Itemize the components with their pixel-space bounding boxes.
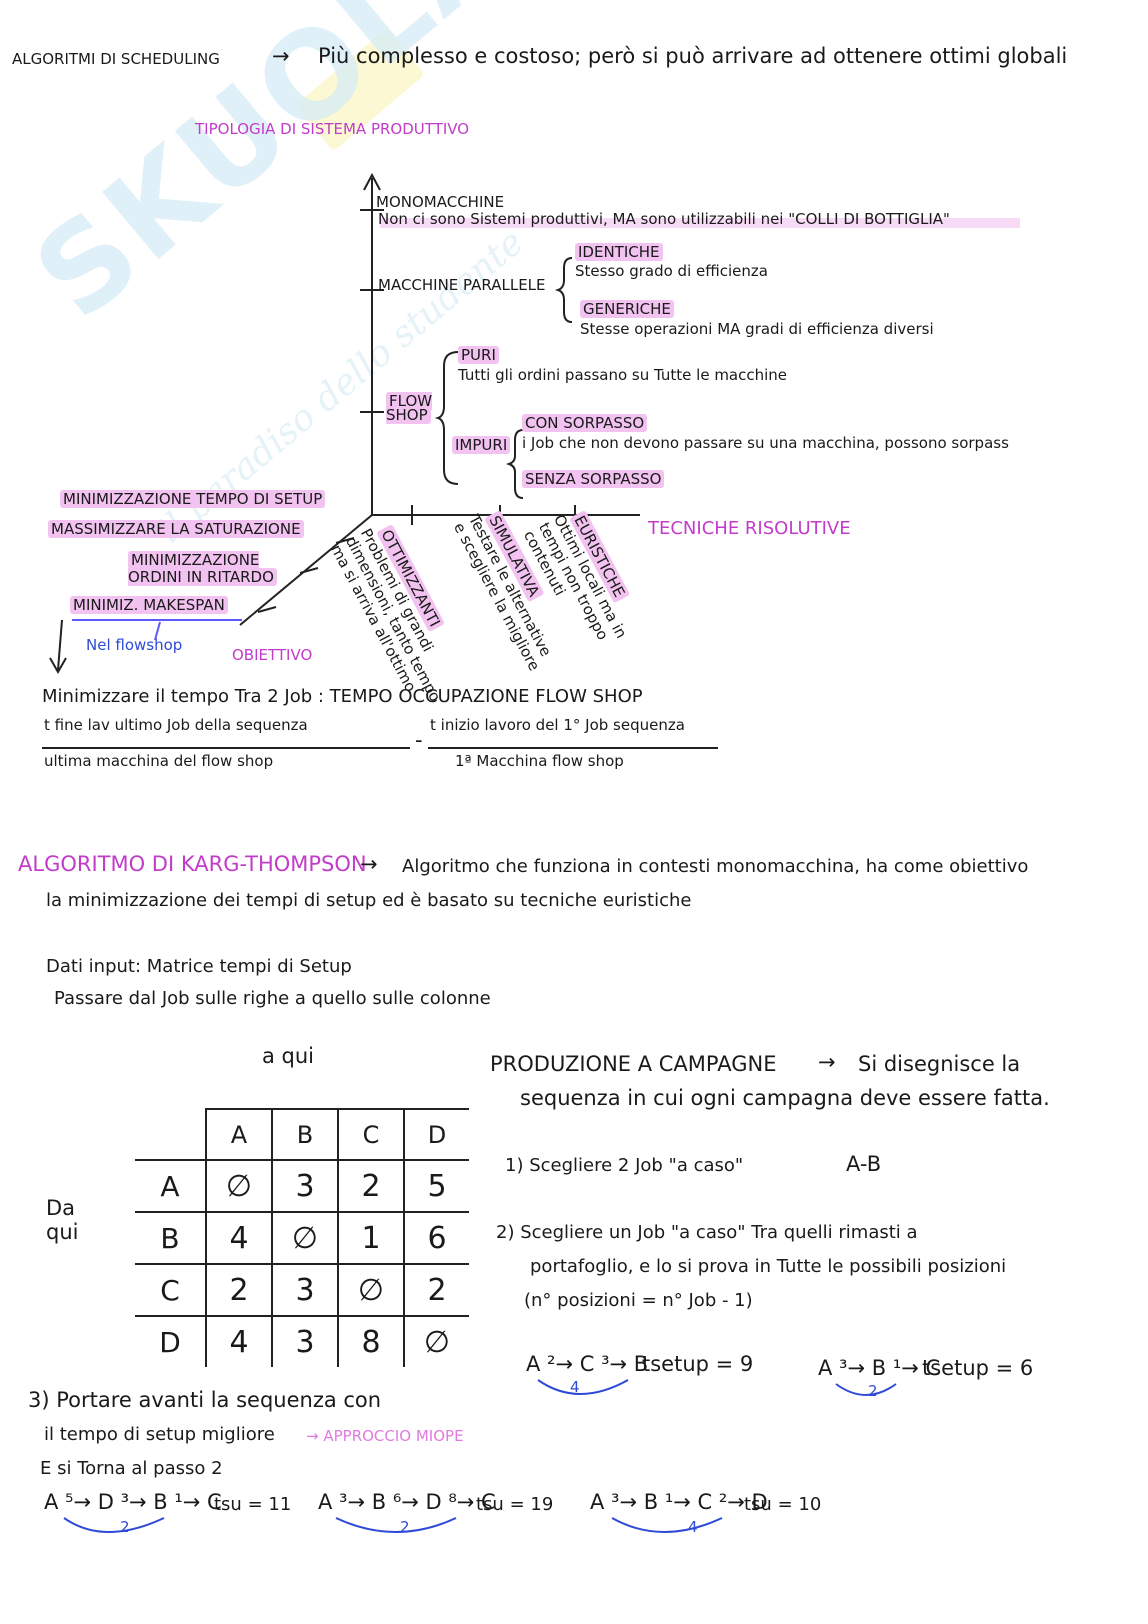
matrix-col-header: D [404, 1109, 469, 1160]
matrix-cell: 2 [404, 1264, 469, 1316]
objective-makespan: MINIMIZ. MAKESPAN [70, 596, 228, 614]
x-axis-title: TECNICHE RISOLUTIVE [648, 518, 851, 539]
senza-sorpasso-label: SENZA SORPASSO [522, 470, 664, 488]
karg-input2: Passare dal Job sulle righe a quello sul… [54, 988, 491, 1009]
karg-desc2: la minimizzazione dei tempi di setup ed … [46, 890, 692, 911]
objective-setup: MINIMIZZAZIONE TEMPO DI SETUP [60, 490, 325, 508]
macchine-parallele-label: MACCHINE PARALLELE [378, 276, 546, 294]
matrix-cell: 2 [206, 1264, 272, 1316]
matrix-cell: ∅ [272, 1212, 338, 1264]
campagne-step2-line2: portafoglio, e lo si prova in Tutte le p… [530, 1256, 1006, 1277]
generiche-desc: Stesse operazioni MA gradi di efficienza… [580, 320, 934, 338]
campagne-step2-line1: 2) Scegliere un Job "a caso" Tra quelli … [496, 1222, 918, 1243]
matrix-row: C 2 3 ∅ 2 [135, 1264, 469, 1316]
karg-title: ALGORITMO DI KARG-THOMPSON [18, 852, 367, 876]
identiche-label: IDENTICHE [575, 243, 663, 261]
diagram-axes [0, 0, 1148, 800]
flowshop-note: Nel flowshop [86, 636, 182, 654]
matrix-cell: ∅ [338, 1264, 404, 1316]
monomacchine-label: MONOMACCHINE [376, 193, 504, 211]
campagne-desc2: sequenza in cui ogni campagna deve esser… [520, 1086, 1050, 1110]
karg-input1: Dati input: Matrice tempi di Setup [46, 956, 352, 977]
matrix-row: A ∅ 3 2 5 [135, 1160, 469, 1212]
objective-saturazione: MASSIMIZZARE LA SATURAZIONE [48, 520, 304, 538]
matrix-row-header: C [135, 1264, 206, 1316]
sequence-arcs [0, 1360, 1148, 1560]
con-sorpasso-desc: i Job che non devono passare su una macc… [522, 434, 1009, 452]
puri-desc: Tutti gli ordini passano su Tutte le mac… [458, 366, 787, 384]
makespan-term2-top: t inizio lavoro del 1° Job sequenza [430, 716, 685, 734]
puri-label: PURI [458, 346, 499, 364]
identiche-desc: Stesso grado di efficienza [575, 262, 768, 280]
matrix-corner [135, 1109, 206, 1160]
campagne-desc1: Si disegnisce la [858, 1052, 1020, 1076]
matrix-cell: ∅ [206, 1160, 272, 1212]
campagne-arrow: → [818, 1050, 836, 1074]
karg-desc1: Algoritmo che funziona in contesti monom… [402, 856, 1028, 877]
matrix-row-caption: Da qui [46, 1196, 100, 1244]
campagne-step2-line3: (n° posizioni = n° Job - 1) [524, 1290, 753, 1311]
matrix-col-header: B [272, 1109, 338, 1160]
karg-arrow: → [360, 852, 378, 876]
makespan-minus: - [415, 728, 423, 752]
matrix-row-header: A [135, 1160, 206, 1212]
makespan-line1: Minimizzare il tempo Tra 2 Job : TEMPO O… [42, 686, 643, 707]
makespan-term1-bottom: ultima macchina del flow shop [44, 752, 273, 770]
matrix-cell: 4 [206, 1212, 272, 1264]
campagne-title: PRODUZIONE A CAMPAGNE [490, 1052, 776, 1076]
makespan-term2-bottom: 1ª Macchina flow shop [455, 752, 624, 770]
con-sorpasso-label: CON SORPASSO [522, 414, 647, 432]
matrix-col-header: A [206, 1109, 272, 1160]
flow-shop-label: FLOW SHOP [386, 392, 432, 424]
matrix-row: B 4 ∅ 1 6 [135, 1212, 469, 1264]
matrix-cell: 3 [272, 1160, 338, 1212]
setup-matrix: A B C D A ∅ 3 2 5 B 4 ∅ 1 6 C 2 3 ∅ 2 D … [135, 1108, 469, 1367]
impuri-label: IMPURI [452, 436, 510, 454]
campagne-step1-example: A-B [846, 1152, 881, 1176]
matrix-cell: 2 [338, 1160, 404, 1212]
matrix-cell: 3 [272, 1264, 338, 1316]
campagne-step1: 1) Scegliere 2 Job "a caso" [505, 1155, 743, 1176]
matrix-row-header: B [135, 1212, 206, 1264]
generiche-label: GENERICHE [580, 300, 674, 318]
z-axis-title: OBIETTIVO [232, 646, 312, 664]
y-axis-title: TIPOLOGIA DI SISTEMA PRODUTTIVO [195, 120, 469, 138]
matrix-cell: 5 [404, 1160, 469, 1212]
matrix-col-header: C [338, 1109, 404, 1160]
makespan-term1-top: t fine lav ultimo Job della sequenza [44, 716, 308, 734]
matrix-col-caption: a qui [262, 1044, 314, 1068]
objective-ritardo: MINIMIZZAZIONE ORDINI IN RITARDO [128, 551, 277, 586]
matrix-cell: 1 [338, 1212, 404, 1264]
monomacchine-desc: Non ci sono Sistemi produttivi, MA sono … [378, 210, 950, 228]
matrix-cell: 6 [404, 1212, 469, 1264]
